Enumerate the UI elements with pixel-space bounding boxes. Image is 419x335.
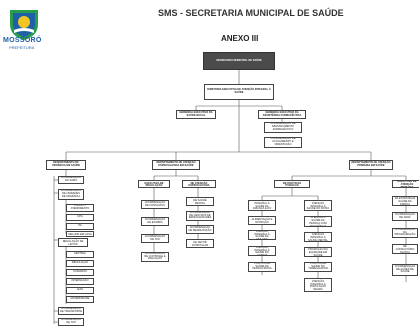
farm-item-box: COORDENAÇÃO DE ACOLHIMENTO E ORIENTAÇÃO (264, 137, 302, 148)
departamento-primaria-box: DEPARTAMENTO DE ATENÇÃO PRIMÁRIA EM SAÚD… (349, 160, 393, 170)
especializada-item-box: COORDENAÇÃO DE CENTROS DE ESPECIALIDADES (186, 211, 214, 221)
departamento-especializada-box: DEPARTAMENTO DE ATENÇÃO ESPECIALIZADA EM… (152, 160, 200, 170)
diretoria-box: DIRETORIA EXECUTIVA DE ATENÇÃO INTEGRAL … (204, 84, 274, 100)
politica-item-box: POLÍTICA DE SAÚDE DO TRABALHADOR (304, 262, 332, 272)
urgencia-sub-box: PROGRAMA MELHOR EM CASA (66, 231, 94, 237)
especializada-item-box: COORDENAÇÃO DE REABILITAÇÃO (186, 225, 214, 234)
logo-subtitle: PREFEITURA (9, 45, 35, 50)
politica-item-box: POLÍTICA DE ALIMENTAÇÃO E NUTRIÇÃO (248, 216, 276, 225)
urgencia-sub-box: PRONTO ATENDIMENTO (66, 204, 94, 212)
urgencia-sub-box: UPA (66, 214, 94, 221)
urgencia-sub2-box: CUIDADOS (66, 269, 94, 276)
logo (10, 10, 38, 40)
urgencia-bottom-box: COORDENAÇÃO DE TRANSPORTE (58, 307, 84, 315)
annex-title: ANEXO III (221, 34, 259, 43)
politica-item-box: POLÍTICA DE ATENÇÃO INTEGRAL À SAÚDE DO … (248, 246, 276, 256)
urgencia-sub2-box: REGULAÇÃO (66, 260, 94, 267)
regulacao-item-box: COORDENAÇÃO DE CONSULTAS (141, 200, 169, 209)
politica-item-box: POLÍTICA DE ATENÇÃO INTEGRAL À SAÚDE DA … (248, 230, 276, 240)
farm-item-box: COORDENAÇÃO DE ABASTECIMENTO FARMACÊUTIC… (264, 122, 302, 133)
primaria-item-box: COORDENAÇÃO DA ESTRATÉGIA SAÚDE DA FAMÍL… (392, 196, 418, 206)
gerencia-assistencia-farmaceutica-box: GERÊNCIA EXECUTIVA DA ASSISTÊNCIA FARMAC… (258, 110, 306, 119)
regulacao-item-box: COORDENAÇÃO DE EXAMES (141, 217, 169, 226)
urgencia-bottom-box: COORDENAÇÃO DE TFD (58, 318, 84, 326)
primaria-item-box: COORDENAÇÃO DE NASF (392, 212, 418, 221)
urgencia-sub2-box: MATERNIDADE (66, 296, 94, 303)
gerencia-politicas-box: GERÊNCIA EXECUTIVA DE POLÍTICAS PÚBLICAS (274, 180, 310, 188)
urgencia-item-box: COORDENAÇÃO DO SAMU (58, 176, 84, 184)
politica-item-box: POLÍTICA DE ATENÇÃO INTEGRAL À SAÚDE MEN… (304, 232, 332, 242)
gerencia-regulacao-box: GERÊNCIA EXECUTIVA DE REGULAÇÃO (138, 180, 170, 188)
page-title: SMS - SECRETARIA MUNICIPAL DE SAÚDE (158, 8, 344, 18)
logo-name: MOSSORÓ (3, 37, 42, 44)
politica-item-box: POLÍTICA DE SAÚDE DA PESSOA IDOSA (248, 262, 276, 272)
especializada-item-box: COORDENAÇÃO DE SETOR HOSPITALAR (186, 239, 214, 248)
urgencia-item-box: COORDENAÇÃO DE UNIDADES DE URGÊNCIA (58, 189, 84, 200)
primaria-item-box: COORDENAÇÃO DE AÇÕES DE SAÚDE (392, 264, 418, 276)
politica-item-box: POLÍTICA DE ATENÇÃO INTEGRAL À SAÚDE DA … (248, 200, 276, 211)
urgencia-coord2-box: COORDENAÇÃO DE REGULAÇÃO DE LEITOS (58, 238, 88, 247)
urgencia-sub2-box: INTERNAÇÃO (66, 278, 94, 285)
urgencia-sub2-box: CENTRAL (66, 251, 94, 258)
gerencia-primaria-box: GERÊNCIA EXECUTIVA DE ATENÇÃO PRIMÁRIA (392, 180, 419, 188)
politica-item-box: POLÍTICA DE ATENÇÃO INTEGRAL À POPULAÇÃO… (304, 278, 332, 292)
gerencia-saude-bucal-box: GERÊNCIA EXECUTIVA DA SAÚDE BUCAL (176, 110, 216, 119)
regulacao-item-box: COORDENAÇÃO DE TFD (141, 234, 169, 243)
primaria-item-box: COORDENAÇÃO DA PROGRAMAÇÃO (392, 228, 418, 238)
gerencia-especializada-box: GERÊNCIA EXECUTIVA DE ATENÇÃO ESPECIALIZ… (182, 180, 216, 188)
departamento-urgencia-box: DEPARTAMENTO DE URGÊNCIA EM SAÚDE (46, 160, 86, 170)
politica-item-box: POLÍTICA DE ATENÇÃO À SAÚDE DA PESSOA CO… (304, 216, 332, 227)
urgencia-sub-box: PA (66, 223, 94, 230)
politica-item-box: POLÍTICA DE ATENÇÃO INTEGRAL À SAÚDE DO … (304, 200, 332, 211)
secretaria-box: SECRETARIA MUNICIPAL DE SAÚDE (203, 52, 275, 70)
urgencia-sub2-box: ALTA (66, 287, 94, 294)
regulacao-item-box: COORDENAÇÃO DE CONTROLE E AVALIAÇÃO (141, 252, 169, 262)
primaria-item-box: COORDENAÇÃO DE CONSULTÓRIO NA RUA (392, 244, 418, 254)
especializada-item-box: COORDENAÇÃO DE SAÚDE MENTAL (186, 197, 214, 206)
politica-item-box: POLÍTICA DE PROMOÇÃO DA EQUIDADE EM SAÚD… (304, 247, 332, 257)
